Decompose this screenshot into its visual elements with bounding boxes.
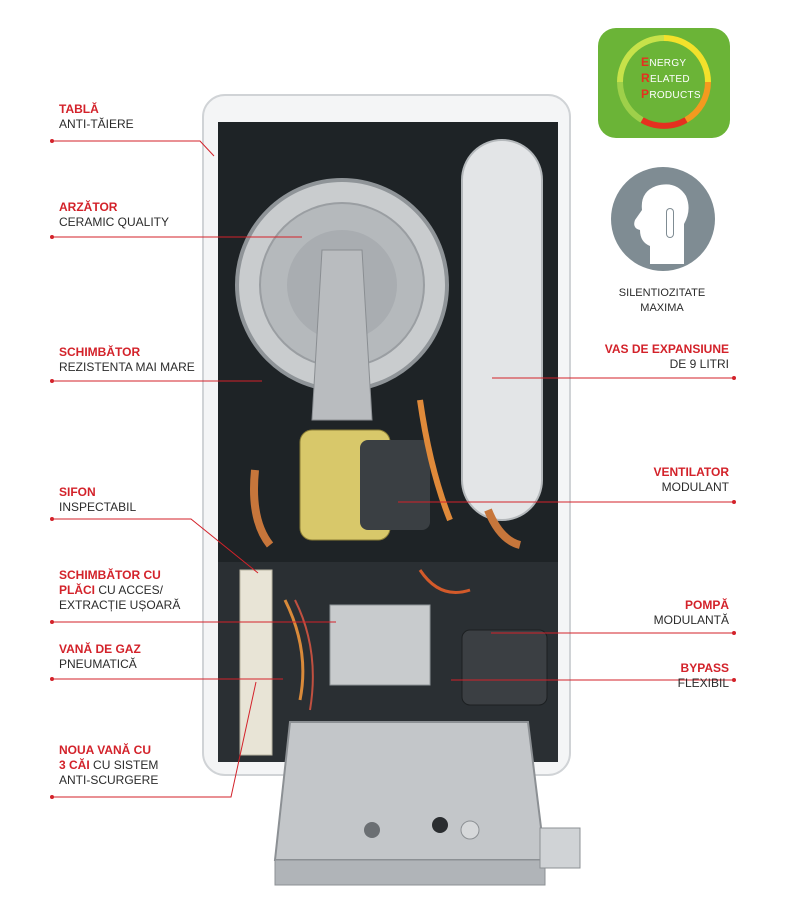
label-schimbator: SCHIMBĂTOR REZISTENTA MAI MARE — [59, 345, 195, 375]
label-title: SIFON — [59, 485, 96, 499]
label-arzator: ARZĂTOR CERAMIC QUALITY — [59, 200, 169, 230]
energy-letter: E — [641, 55, 650, 69]
label-title: SCHIMBĂTOR — [59, 345, 141, 359]
silence-icon — [611, 167, 715, 271]
energy-word: RODUCTS — [649, 90, 701, 101]
label-title: POMPĂ — [684, 598, 729, 612]
silence-caption: SILENTIOZITATE MAXIMA — [604, 286, 720, 316]
energy-letter: P — [641, 87, 650, 101]
energy-letter: R — [641, 71, 650, 85]
label-title: ARZĂTOR — [59, 200, 118, 214]
label-schimbator-placi: SCHIMBĂTOR CU PLĂCI CU ACCES/ EXTRACȚIE … — [59, 568, 180, 613]
silence-line: MAXIMA — [640, 302, 684, 314]
label-sub: CERAMIC QUALITY — [59, 215, 170, 229]
energy-word: ELATED — [649, 74, 690, 85]
label-sub: ANTI-TĂIERE — [59, 117, 134, 131]
sifon-tube — [239, 569, 273, 756]
label-vas-expansiune: VAS DE EXPANSIUNE DE 9 LITRI — [605, 342, 729, 372]
silence-line: SILENTIOZITATE — [618, 287, 706, 299]
label-vana-gaz: VANĂ DE GAZ PNEUMATICĂ — [59, 642, 141, 672]
label-sub: PNEUMATICĂ — [59, 657, 137, 671]
label-title: 3 CĂI — [59, 758, 90, 772]
label-sub: INSPECTABIL — [59, 500, 137, 514]
label-title: PLĂCI — [59, 583, 95, 597]
label-sub: MODULANT — [661, 480, 729, 494]
fan-housing — [311, 249, 373, 421]
label-title: VENTILATOR — [653, 465, 729, 479]
label-vana-3cai: NOUA VANĂ CU 3 CĂI CU SISTEM ANTI-SCURGE… — [59, 743, 158, 788]
label-title: SCHIMBĂTOR CU — [59, 568, 161, 582]
label-sub: CU SISTEM — [89, 758, 159, 772]
label-sifon: SIFON INSPECTABIL — [59, 485, 136, 515]
label-sub: DE 9 LITRI — [669, 357, 729, 371]
label-title: NOUA VANĂ CU — [59, 743, 151, 757]
label-ventilator: VENTILATOR MODULANT — [653, 465, 729, 495]
label-bypass: BYPASS FLEXIBIL — [678, 661, 729, 691]
gas-valve — [329, 604, 431, 686]
energy-label-icon: ENERGY RELATED PRODUCTS — [598, 28, 730, 138]
label-tabla: TABLĂ ANTI-TĂIERE — [59, 102, 134, 132]
label-sub: CU ACCES/ — [95, 583, 164, 597]
label-sub: ANTI-SCURGERE — [59, 773, 159, 787]
label-title: BYPASS — [680, 661, 729, 675]
pump — [461, 629, 548, 706]
label-title: VANĂ DE GAZ — [59, 642, 141, 656]
label-sub: REZISTENTA MAI MARE — [59, 360, 195, 374]
energy-word: NERGY — [649, 58, 687, 69]
label-pompa: POMPĂ MODULANTĂ — [654, 598, 729, 628]
label-title: VAS DE EXPANSIUNE — [604, 342, 729, 356]
label-sub: FLEXIBIL — [677, 676, 729, 690]
label-sub: MODULANTĂ — [653, 613, 729, 627]
label-title: TABLĂ — [59, 102, 99, 116]
expansion-vessel — [461, 139, 543, 521]
label-sub: EXTRACȚIE UȘOARĂ — [59, 598, 181, 612]
